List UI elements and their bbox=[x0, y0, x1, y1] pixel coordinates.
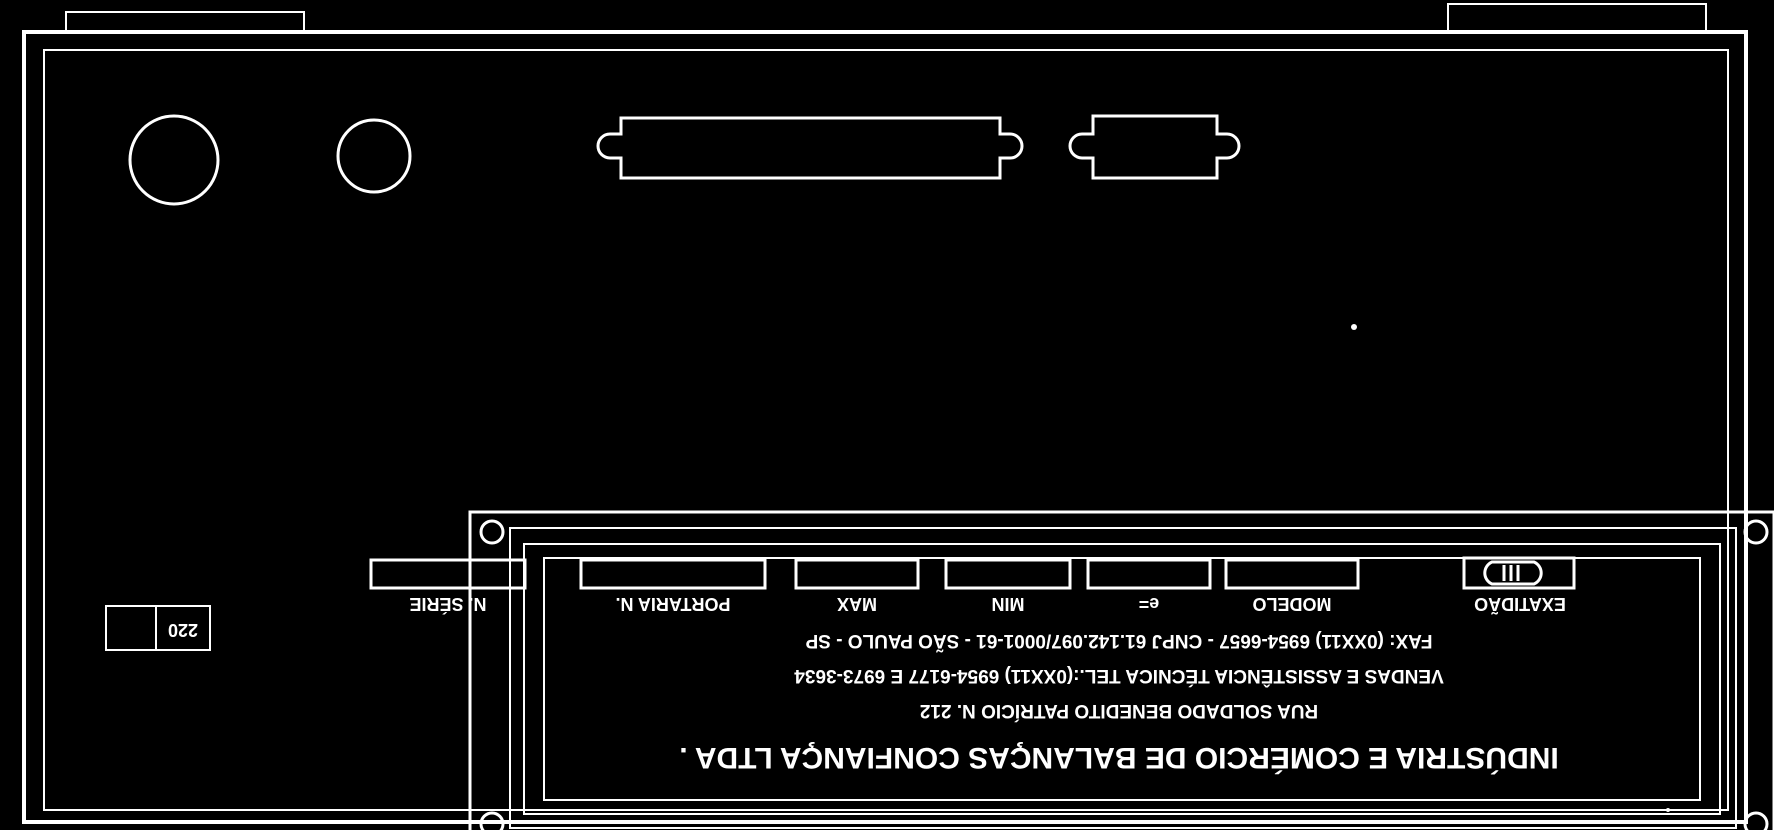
field-label-exatidao: EXATIDÃO bbox=[1474, 594, 1566, 615]
field-box-serie bbox=[369, 558, 527, 590]
chassis-outline bbox=[22, 3, 1748, 824]
field-boxes bbox=[369, 556, 1576, 590]
field-box-min bbox=[944, 558, 1072, 590]
field-box-exatidao bbox=[1462, 556, 1576, 590]
field-label-modelo: MODELO bbox=[1253, 594, 1332, 614]
nameplate-screw bbox=[1743, 519, 1769, 545]
nameplate-screw bbox=[1743, 811, 1769, 830]
field-label-min: MIN bbox=[992, 594, 1025, 614]
field-label-e: e= bbox=[1139, 594, 1160, 614]
sales-line: VENDAS E ASSISTÊNCIA TÉCNICA TEL.:(0XX11… bbox=[794, 665, 1444, 687]
fax-line: FAX: (0XX11) 6954-6657 - CNPJ 61.142.097… bbox=[805, 630, 1432, 652]
address-line: RUA SOLDADO BENEDITO PATRÍCIO N. 212 bbox=[920, 700, 1318, 722]
db-connector-small bbox=[1068, 114, 1241, 180]
round-connector-right bbox=[336, 118, 412, 194]
voltage-label: 220 bbox=[168, 620, 198, 640]
company-name: INDÚSTRIA E COMÉRCIO DE BALANÇAS CONFIAN… bbox=[679, 741, 1558, 775]
field-labels: EXATIDÃO MODELO e= MIN MAX PORTARIA N. N… bbox=[409, 594, 1565, 615]
field-label-max: MAX bbox=[837, 594, 877, 614]
field-box-portaria bbox=[579, 558, 767, 590]
field-box-e bbox=[1086, 558, 1212, 590]
nameplate-screw bbox=[479, 519, 505, 545]
field-box-max bbox=[794, 558, 920, 590]
nameplate: INDÚSTRIA E COMÉRCIO DE BALANÇAS CONFIAN… bbox=[369, 510, 1774, 830]
field-box-modelo bbox=[1224, 558, 1360, 590]
exatidao-mark bbox=[1483, 560, 1543, 586]
field-label-serie: N. SÉRIE bbox=[409, 594, 486, 615]
field-label-portaria: PORTARIA N. bbox=[616, 594, 731, 614]
nameplate-screw bbox=[479, 811, 505, 830]
voltage-selector: 220 bbox=[105, 605, 211, 651]
db-connector-large bbox=[596, 116, 1024, 180]
round-connector-left bbox=[128, 114, 220, 206]
